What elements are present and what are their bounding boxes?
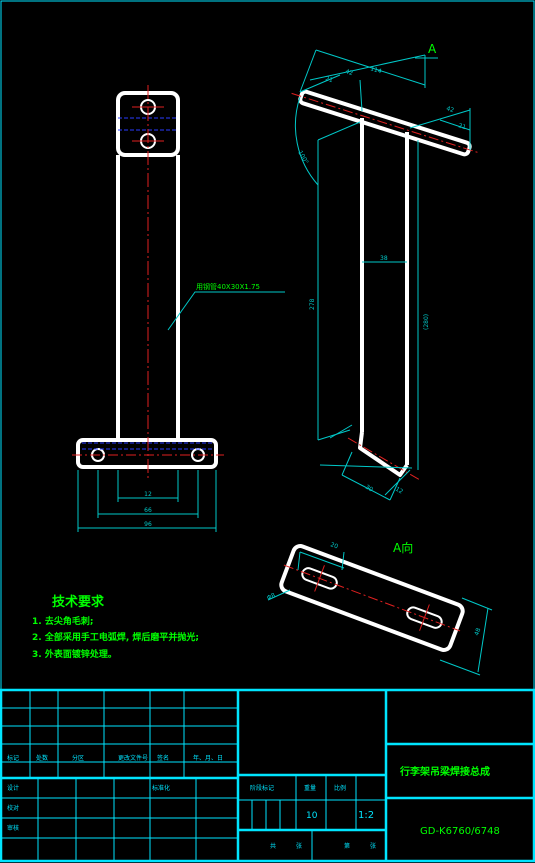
side-dimensions: [294, 49, 471, 501]
dim-front-mid: 66: [144, 507, 152, 514]
side-top-centerline: [291, 92, 481, 154]
tb-jiaodui: 校对: [7, 804, 19, 812]
tb-fenqu: 分区: [72, 754, 84, 762]
tb-zhongliang: 重量: [304, 784, 316, 792]
dim-front-inner: 12: [144, 491, 152, 498]
tb-di: 第: [344, 842, 350, 850]
tb-scale: 1:2: [358, 810, 374, 821]
tb-jieduan: 阶段标记: [250, 784, 274, 792]
dim-height-280: (280): [423, 314, 430, 330]
tech-item-2: 2. 全部采用手工电弧焊, 焊后磨平并抛光;: [32, 631, 199, 643]
side-foot-centerline: [347, 437, 421, 481]
view-a-marker: A: [428, 42, 437, 56]
a-view-slot-cl-left: [314, 565, 325, 592]
tb-qianming: 签名: [157, 754, 169, 762]
tb-gong: 共: [270, 842, 276, 850]
front-view: [72, 85, 285, 532]
tech-item-3: 3. 外表面镀锌处理。: [32, 648, 117, 660]
tb-bili: 比例: [334, 784, 346, 792]
tb-sheji: 设计: [7, 784, 19, 792]
dim-bottom-12: 12: [394, 486, 404, 496]
tube-spec-label: 用钢管40X30X1.75: [196, 282, 260, 291]
tube-spec-leader: [167, 291, 285, 331]
dim-top-left-21: 21: [324, 75, 334, 84]
front-dimensions: [77, 470, 217, 532]
tb-biaoji: 标记: [7, 754, 19, 762]
title-block-grid: [0, 688, 535, 863]
tb-drawing-title: 行李架吊梁焊接总成: [399, 765, 490, 778]
a-view: [267, 544, 493, 676]
dim-height-278: 278: [309, 298, 316, 310]
side-bottom-foot: [358, 431, 409, 477]
dim-plate-20: 20: [329, 541, 339, 550]
dim-plate-48: 48: [473, 627, 482, 637]
tech-title: 技术要求: [52, 594, 105, 610]
tb-chushu: 处数: [36, 754, 48, 762]
a-view-dimensions: [267, 551, 493, 676]
side-view: [291, 49, 481, 501]
title-block-labels: 标记 处数 分区 更改文件号 签名 年、月、日 设计 标准化 校对 审核 阶段标…: [7, 754, 376, 850]
a-view-label: A向: [393, 540, 413, 555]
tb-shenhe: 审核: [7, 824, 19, 832]
dim-angle: 100°: [296, 150, 309, 166]
tech-item-1: 1. 去尖角毛刺;: [32, 615, 93, 627]
dim-front-outer: 96: [144, 521, 152, 528]
dim-width-38: 38: [380, 255, 388, 262]
tb-gengai: 更改文件号: [118, 754, 148, 762]
dim-top-total: 114: [369, 65, 382, 75]
a-view-slot-cl-right: [419, 604, 430, 631]
front-base-plate: [76, 438, 218, 469]
tb-biaozhunhua: 标准化: [152, 784, 170, 792]
dim-top-right-42: 42: [445, 105, 455, 114]
tb-quantity: 10: [306, 811, 318, 821]
a-view-centerline: [283, 564, 461, 632]
tb-drawing-number: GD-K6760/6748: [420, 826, 500, 837]
dim-bottom-30: 30: [364, 484, 374, 494]
dim-plate-side: Φ8: [266, 592, 277, 602]
dim-top-right-21: 21: [457, 122, 467, 131]
tb-zhang: 张: [296, 842, 302, 850]
tb-zhang2: 张: [370, 842, 376, 850]
dim-top-left-42: 42: [344, 68, 354, 77]
tb-riqi: 年、月、日: [193, 754, 223, 762]
